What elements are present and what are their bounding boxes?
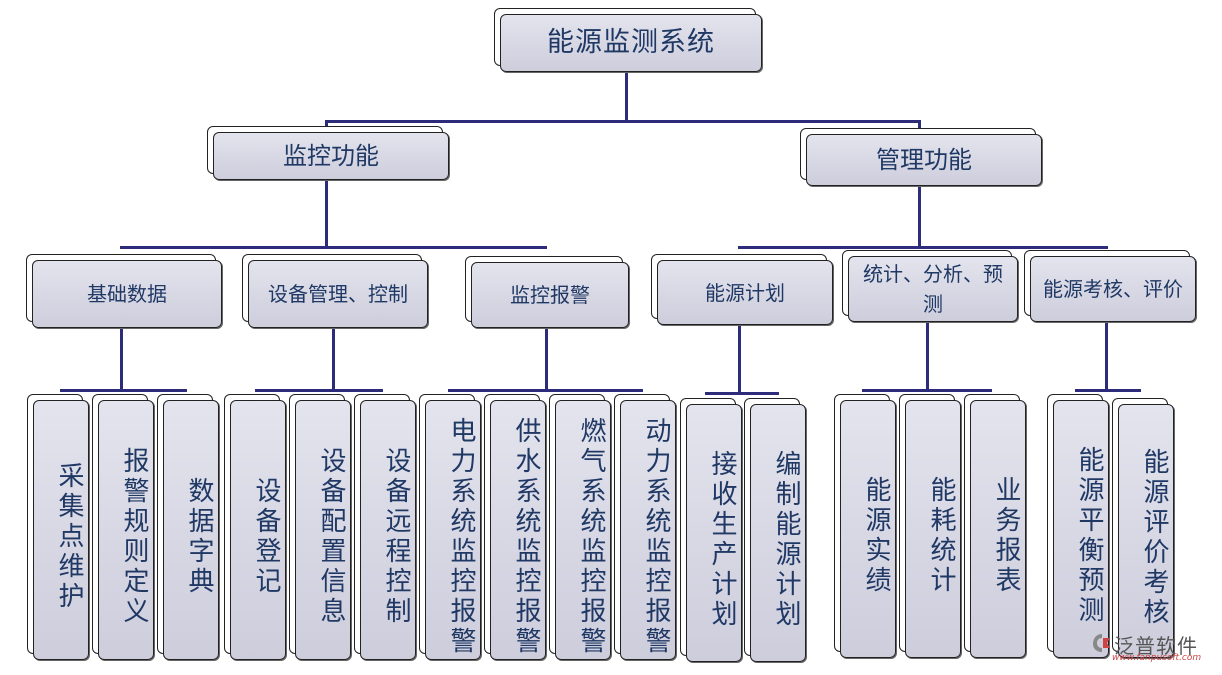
connector [705,392,779,395]
connector [120,328,123,390]
fanpu-logo-icon [1093,634,1110,652]
group-node: 基础数据 [26,254,222,328]
connector [918,120,921,132]
leaf-label: 设备配置信息 [295,400,351,660]
branch-label: 管理功能 [806,134,1042,186]
root-node: 能源监测系统 [494,8,762,72]
branch-node-manage: 管理功能 [800,128,1042,186]
leaf-node: 设备登记 [224,394,286,660]
connector [332,328,335,390]
leaf-label: 报警规则定义 [98,400,154,660]
leaf-label: 能源平衡预测 [1053,400,1109,658]
group-label: 统计、分析、预测 [848,256,1018,322]
leaf-label: 采集点维护 [33,400,89,660]
leaf-label: 设备远程控制 [360,400,416,660]
leaf-node: 设备远程控制 [354,394,416,660]
connector [325,178,328,248]
leaf-node: 能耗统计 [899,394,961,658]
leaf-label: 动力系统监控报警 [620,400,676,660]
connector [738,246,1108,249]
leaf-node: 业务报表 [964,394,1026,658]
branch-node-monitor: 监控功能 [207,126,449,180]
connector [448,389,643,392]
leaf-label: 能源评价考核 [1118,404,1174,658]
connector [60,389,187,392]
leaf-node: 能源平衡预测 [1047,394,1109,658]
leaf-node: 燃气系统监控报警 [549,394,611,660]
connector [325,120,921,123]
leaf-label: 能耗统计 [905,400,961,658]
logo-url: www.fanpusoft.com [1112,653,1202,663]
leaf-node: 能源实绩 [834,394,896,658]
group-label: 设备管理、控制 [248,260,428,328]
group-label: 能源计划 [657,260,833,325]
leaf-node: 供水系统监控报警 [484,394,546,660]
leaf-node: 采集点维护 [27,394,89,660]
leaf-node: 能源评价考核 [1112,398,1174,658]
connector [918,186,921,248]
leaf-node: 编制能源计划 [744,398,806,662]
leaf-node: 电力系统监控报警 [419,394,481,660]
leaf-label: 业务报表 [970,400,1026,658]
leaf-node: 动力系统监控报警 [614,394,676,660]
leaf-label: 设备登记 [230,400,286,660]
connector [1075,389,1141,392]
leaf-node: 接收生产计划 [680,398,742,662]
leaf-label: 电力系统监控报警 [425,400,481,660]
leaf-label: 供水系统监控报警 [490,400,546,660]
leaf-label: 燃气系统监控报警 [555,400,611,660]
connector [545,328,548,390]
leaf-node: 报警规则定义 [92,394,154,660]
leaf-label: 接收生产计划 [686,404,742,662]
connector [1105,322,1108,390]
group-node: 能源计划 [651,254,833,325]
logo-name: 泛普软件 [1114,634,1198,658]
connector [325,120,328,130]
group-label: 基础数据 [32,260,222,328]
group-node: 监控报警 [465,256,629,328]
leaf-label: 编制能源计划 [750,404,806,662]
group-node: 设备管理、控制 [242,254,428,328]
connector [625,72,628,122]
connector [255,389,383,392]
branch-label: 监控功能 [213,132,449,180]
connector [120,246,547,249]
group-label: 能源考核、评价 [1030,256,1196,322]
group-node: 统计、分析、预测 [842,250,1018,322]
leaf-node: 设备配置信息 [289,394,351,660]
watermark-logo: 泛普软件 www.fanpusoft.com [1092,630,1217,670]
leaf-node: 数据字典 [157,394,219,660]
group-node: 能源考核、评价 [1024,250,1196,322]
group-label: 监控报警 [471,262,629,328]
connector [926,322,929,390]
connector [862,389,992,392]
connector [738,325,741,393]
root-label: 能源监测系统 [500,14,762,72]
leaf-label: 数据字典 [163,400,219,660]
leaf-label: 能源实绩 [840,400,896,658]
